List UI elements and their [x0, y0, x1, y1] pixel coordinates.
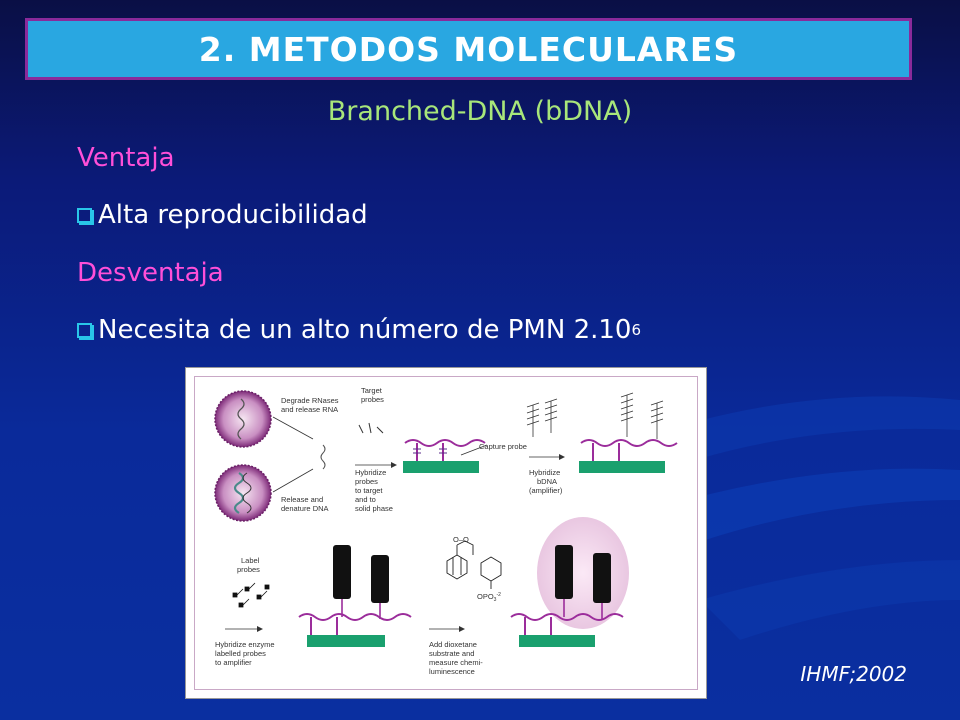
label-degrade-line1: Degrade RNases: [281, 396, 339, 405]
label-enz-line1: Hybridize enzyme: [215, 640, 275, 649]
bdna-diagram: Degrade RNases and release RNA Release a…: [214, 386, 678, 676]
label-hyb-line2: probes: [355, 477, 378, 486]
label-capture-probe: Capture probe: [479, 442, 527, 451]
advantage-item-text: Alta reproducibilidad: [98, 200, 368, 230]
label-hyb-line3: to target: [355, 486, 383, 495]
capture-panel: Capture probe: [403, 439, 527, 473]
disadvantage-item-text: Necesita de un alto número de PMN 2.10: [98, 315, 632, 345]
label-hybb-line2: bDNA: [537, 477, 557, 486]
label-chem-top: O–O: [453, 535, 469, 544]
bdna-figure-frame: Degrade RNases and release RNA Release a…: [194, 376, 698, 690]
label-hyb-line5: solid phase: [355, 504, 393, 513]
bdna-figure: Degrade RNases and release RNA Release a…: [185, 367, 707, 699]
label-enz-line3: to amplifier: [215, 658, 252, 667]
chem-opo: OPO: [477, 592, 494, 601]
label-probes-icon: [232, 582, 270, 608]
label-diox-line4: luminescence: [429, 667, 475, 676]
labelled-amplifier-panel: [298, 545, 412, 647]
advantage-heading: Ventaja: [77, 143, 175, 173]
amplified-panel: [579, 392, 678, 473]
label-hyb-line4: and to: [355, 495, 376, 504]
label-hybb-line3: (amplifier): [529, 486, 563, 495]
label-diox-line1: Add dioxetane: [429, 640, 477, 649]
label-target-line2: probes: [361, 395, 384, 404]
checkbox-bullet-icon: [77, 207, 92, 223]
citation: IHMF;2002: [800, 662, 907, 686]
label-enz-line2: labelled probes: [215, 649, 266, 658]
label-diox-line3: measure chemi-: [429, 658, 483, 667]
bdna-arrow-panel: Hybridize bDNA (amplifier): [526, 398, 565, 495]
chem-sub: 3: [494, 597, 497, 603]
checkbox-bullet-icon: [77, 322, 92, 338]
disadvantage-heading: Desventaja: [77, 258, 224, 288]
chem-sup: -2: [496, 592, 501, 598]
luminescence-panel: [510, 517, 629, 647]
label-target-line1: Target: [361, 386, 383, 395]
label-release-line1: Release and: [281, 495, 323, 504]
title-bar: 2. METODOS MOLECULARES: [25, 18, 912, 80]
cell-bottom-icon: [214, 464, 272, 522]
label-degrade-line2: and release RNA: [281, 405, 338, 414]
dioxetane-structure: [446, 540, 502, 589]
advantage-bullet: Alta reproducibilidad: [77, 200, 368, 230]
label-label-line1: Label: [241, 556, 260, 565]
label-release-line2: denature DNA: [281, 504, 329, 513]
cell-top-icon: [214, 390, 272, 448]
label-chem-opo: OPO3-2: [477, 592, 501, 603]
slide-title: 2. METODOS MOLECULARES: [198, 29, 739, 69]
slide-subtitle: Branched-DNA (bDNA): [327, 96, 633, 127]
label-hybb-line1: Hybridize: [529, 468, 560, 477]
label-hyb-line1: Hybridize: [355, 468, 386, 477]
label-label-line2: probes: [237, 565, 260, 574]
label-diox-line2: substrate and: [429, 649, 474, 658]
